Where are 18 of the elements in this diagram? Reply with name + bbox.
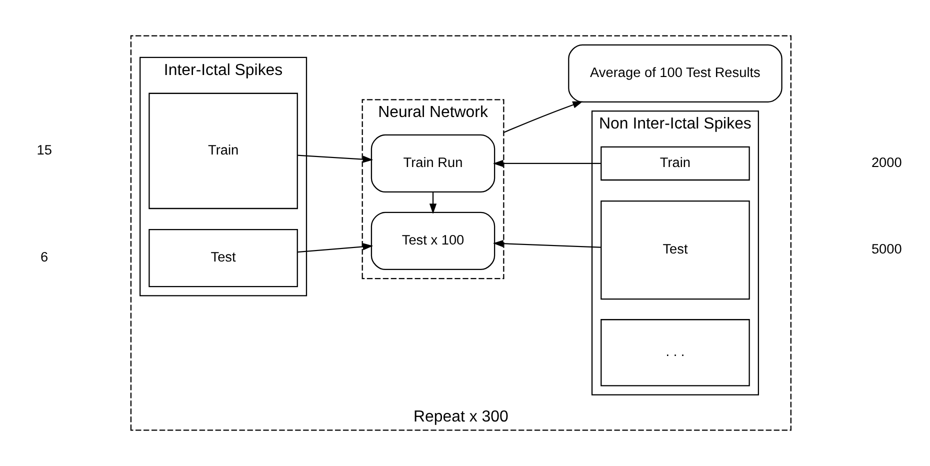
label: 15 — [36, 142, 52, 158]
label: 6 — [40, 250, 48, 265]
arrow — [297, 154, 373, 163]
node-box: . . . — [600, 319, 750, 386]
node-box: Test — [600, 200, 750, 300]
node-box: Train — [148, 92, 298, 210]
label: 2000 — [870, 155, 902, 170]
node-box: Train — [600, 146, 750, 181]
arrow — [492, 160, 600, 168]
node-box: Average of 100 Test Results — [568, 44, 782, 102]
arrow — [297, 243, 373, 253]
node-box: Test — [148, 229, 298, 288]
node-box: Test x 100 — [370, 212, 495, 270]
arrow — [428, 192, 436, 214]
node-box: Train Run — [370, 134, 495, 193]
label: 5000 — [870, 242, 902, 257]
arrow — [502, 101, 582, 134]
arrow — [492, 240, 600, 248]
